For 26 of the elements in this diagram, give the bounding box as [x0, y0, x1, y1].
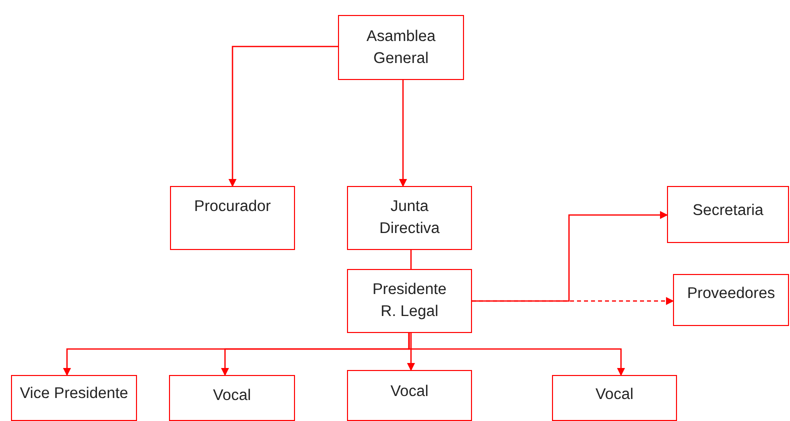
org-box: [347, 269, 472, 333]
org-box: [169, 375, 295, 421]
org-box: [347, 370, 472, 421]
box-label: Vocal: [596, 385, 634, 405]
org-box: [673, 274, 789, 326]
arrow: [408, 333, 625, 376]
box-label: Vocal: [390, 382, 428, 402]
box-label: Vice Presidente: [20, 384, 128, 404]
box-label: Secretaria: [692, 201, 764, 221]
box-label: Procurador: [194, 197, 271, 217]
arrow: [228, 46, 338, 187]
org-box: [347, 186, 472, 250]
box-label: Vocal: [213, 386, 251, 406]
org-box: [338, 15, 464, 80]
org-box: [552, 375, 677, 421]
connector-line: [410, 250, 412, 269]
arrow: [472, 297, 674, 305]
arrow: [399, 80, 407, 187]
org-box: [667, 186, 789, 243]
box-label: Junta Directiva: [378, 197, 441, 239]
box-label: Asamblea General: [366, 26, 436, 68]
org-box: [11, 375, 137, 421]
box-label: Proveedores: [687, 284, 775, 304]
box-label: Presidente R. Legal: [371, 280, 448, 322]
org-box: [170, 186, 295, 250]
arrow: [407, 333, 415, 371]
